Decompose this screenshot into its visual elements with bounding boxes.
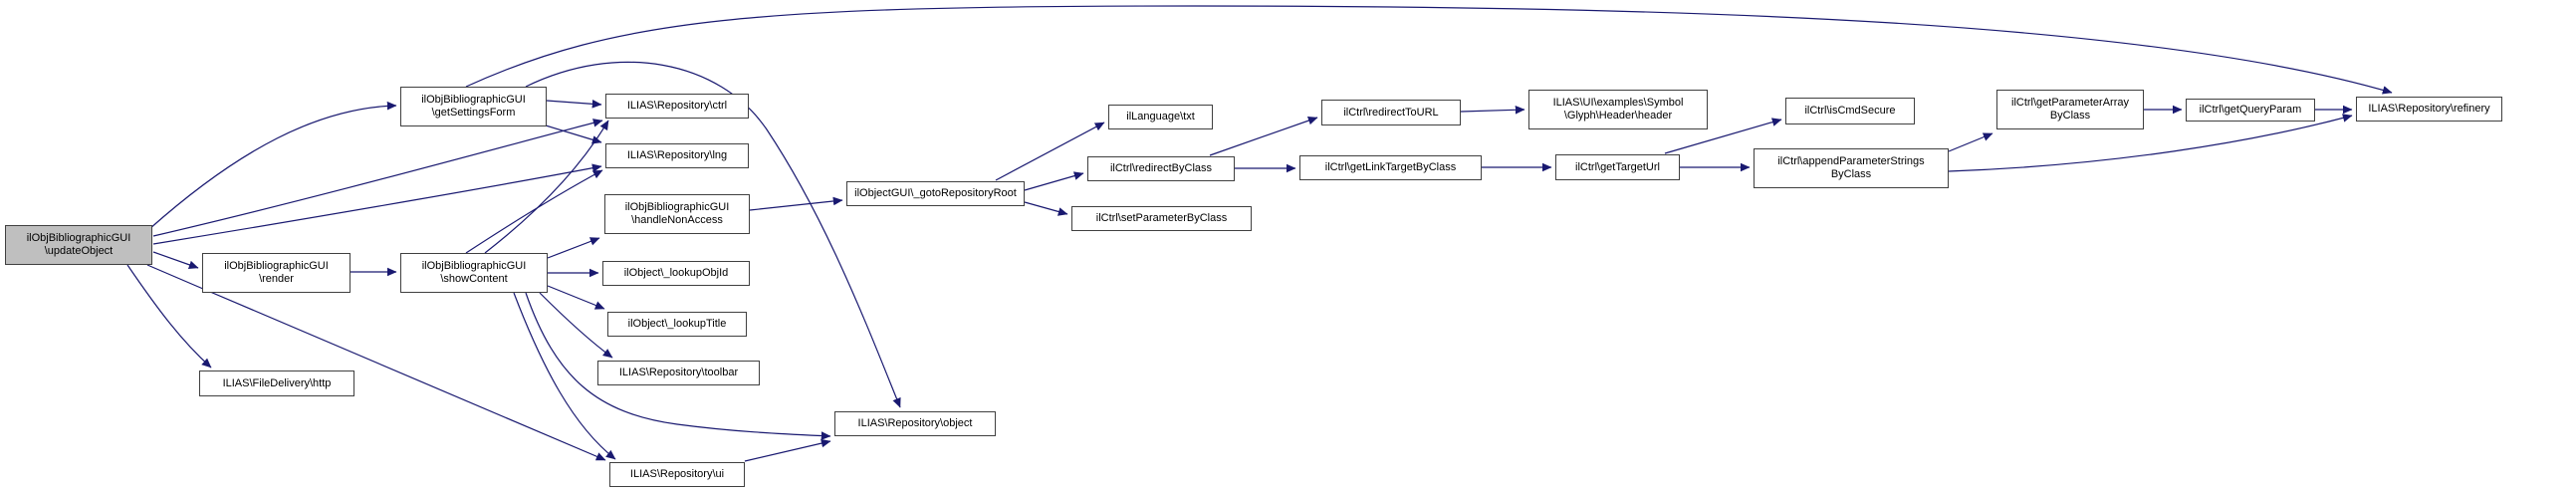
node-label: ilCtrl\isCmdSecure	[1804, 105, 1896, 117]
node-getTargetUrl[interactable]: ilCtrl\getTargetUrl	[1555, 154, 1680, 180]
node-toolbar[interactable]: ILIAS\Repository\toolbar	[597, 361, 760, 385]
node-label: ilCtrl\getLinkTargetByClass	[1324, 161, 1457, 173]
node-http[interactable]: ILIAS\FileDelivery\http	[199, 370, 354, 396]
node-label: ilCtrl\getQueryParam	[2199, 104, 2302, 116]
node-object[interactable]: ILIAS\Repository\object	[834, 411, 996, 436]
node-label: ilCtrl\setParameterByClass	[1095, 212, 1228, 224]
node-label: ILIAS\Repository\refinery	[2368, 103, 2490, 115]
node-label: ILIAS\Repository\ui	[629, 468, 725, 480]
node-getQueryParam[interactable]: ilCtrl\getQueryParam	[2186, 99, 2315, 122]
edge-ui-to-object	[744, 438, 831, 462]
edge-getSettingsForm-to-lng	[545, 124, 602, 144]
node-label: ilObjBibliographicGUI	[421, 260, 527, 272]
node-label: ilObjBibliographicGUI	[624, 201, 730, 213]
edge-redirectByClass-to-redirectToURL	[1209, 116, 1318, 156]
edge-updateObject-to-http	[126, 264, 212, 369]
node-lng[interactable]: ILIAS\Repository\lng	[605, 143, 749, 168]
node-isCmdSecure[interactable]: ilCtrl\isCmdSecure	[1785, 98, 1915, 124]
edge-showContent-to-ctrl	[484, 120, 609, 254]
edge-showContent-to-handleNonAccess	[547, 237, 600, 259]
node-label: ILIAS\Repository\object	[857, 417, 973, 429]
node-txt[interactable]: ilLanguage\txt	[1108, 105, 1213, 129]
edge-updateObject-to-ui	[146, 264, 606, 461]
node-label: \handleNonAccess	[631, 214, 723, 226]
edge-gotoRepositoryRoot-to-txt	[995, 122, 1105, 181]
node-label: ilObject\_lookupObjId	[623, 267, 729, 279]
node-label: \render	[259, 273, 294, 285]
node-label: ilLanguage\txt	[1126, 111, 1195, 123]
edge-gotoRepositoryRoot-to-setParameterByClass	[1024, 201, 1068, 216]
edge-updateObject-to-getSettingsForm	[148, 101, 397, 230]
node-ctrl[interactable]: ILIAS\Repository\ctrl	[605, 94, 749, 119]
edge-showContent-to-lng	[465, 169, 603, 254]
node-updateObject[interactable]: ilObjBibliographicGUI\updateObject	[5, 225, 152, 265]
node-label: ilCtrl\redirectToURL	[1343, 106, 1439, 119]
edge-redirectToURL-to-header	[1460, 105, 1525, 115]
node-header[interactable]: ILIAS\UI\examples\Symbol\Glyph\Header\he…	[1528, 90, 1708, 129]
edge-getSettingsForm-to-object	[525, 61, 901, 408]
node-label: \getSettingsForm	[431, 107, 516, 119]
node-label: \Glyph\Header\header	[1563, 110, 1673, 122]
node-label: ilObjBibliographicGUI	[224, 260, 329, 272]
node-lookupObjId[interactable]: ilObject\_lookupObjId	[602, 261, 750, 286]
node-label: ilObjectGUI\_gotoRepositoryRoot	[854, 187, 1017, 199]
edge-appendParameterStringsByClass-to-refinery	[1948, 114, 2353, 172]
node-getSettingsForm[interactable]: ilObjBibliographicGUI\getSettingsForm	[400, 87, 547, 126]
node-lookupTitle[interactable]: ilObject\_lookupTitle	[607, 312, 747, 337]
node-handleNonAccess[interactable]: ilObjBibliographicGUI\handleNonAccess	[604, 194, 750, 234]
node-label: ByClass	[1830, 168, 1872, 180]
edge-updateObject-to-lng	[152, 163, 602, 245]
node-label: \showContent	[440, 273, 508, 285]
node-label: ILIAS\Repository\ctrl	[626, 100, 728, 112]
edge-showContent-to-object	[525, 292, 831, 440]
node-label: ILIAS\UI\examples\Symbol	[1552, 97, 1684, 109]
node-label: ILIAS\FileDelivery\http	[222, 376, 332, 389]
node-label: ByClass	[2049, 110, 2091, 122]
node-label: ILIAS\Repository\toolbar	[618, 367, 739, 378]
edge-group	[126, 5, 2393, 462]
node-label: ilObject\_lookupTitle	[627, 318, 727, 330]
node-label: ilCtrl\getParameterArray	[2011, 97, 2129, 109]
node-label: ILIAS\Repository\lng	[626, 149, 728, 161]
edge-showContent-to-toolbar	[539, 292, 613, 359]
edge-updateObject-to-render	[152, 251, 199, 269]
node-gotoRepositoryRoot[interactable]: ilObjectGUI\_gotoRepositoryRoot	[846, 181, 1025, 206]
edge-appendParameterStringsByClass-to-getParameterArrayByClass	[1948, 132, 1993, 152]
node-redirectToURL[interactable]: ilCtrl\redirectToURL	[1321, 100, 1461, 125]
node-label: ilCtrl\redirectByClass	[1109, 162, 1213, 174]
edge-getSettingsForm-to-refinery	[465, 5, 2393, 95]
node-label: ilCtrl\getTargetUrl	[1575, 160, 1660, 173]
node-setParameterByClass[interactable]: ilCtrl\setParameterByClass	[1071, 206, 1252, 231]
node-label: ilObjBibliographicGUI	[421, 94, 526, 106]
node-refinery[interactable]: ILIAS\Repository\refinery	[2356, 97, 2502, 122]
edge-showContent-to-ui	[513, 292, 616, 460]
node-label: \updateObject	[44, 245, 114, 257]
edge-getTargetUrl-to-isCmdSecure	[1664, 118, 1782, 154]
edge-handleNonAccess-to-gotoRepositoryRoot	[749, 196, 843, 211]
node-showContent[interactable]: ilObjBibliographicGUI\showContent	[400, 253, 548, 293]
edge-getSettingsForm-to-ctrl	[546, 100, 602, 109]
node-label: ilCtrl\appendParameterStrings	[1777, 155, 1925, 167]
node-ui[interactable]: ILIAS\Repository\ui	[609, 462, 745, 487]
node-render[interactable]: ilObjBibliographicGUI\render	[202, 253, 351, 293]
edge-showContent-to-lookupTitle	[547, 285, 605, 310]
node-redirectByClass[interactable]: ilCtrl\redirectByClass	[1087, 156, 1235, 181]
node-getLinkTargetByClass[interactable]: ilCtrl\getLinkTargetByClass	[1299, 155, 1482, 180]
node-label: ilObjBibliographicGUI	[26, 232, 131, 244]
edge-gotoRepositoryRoot-to-redirectByClass	[1024, 171, 1084, 191]
